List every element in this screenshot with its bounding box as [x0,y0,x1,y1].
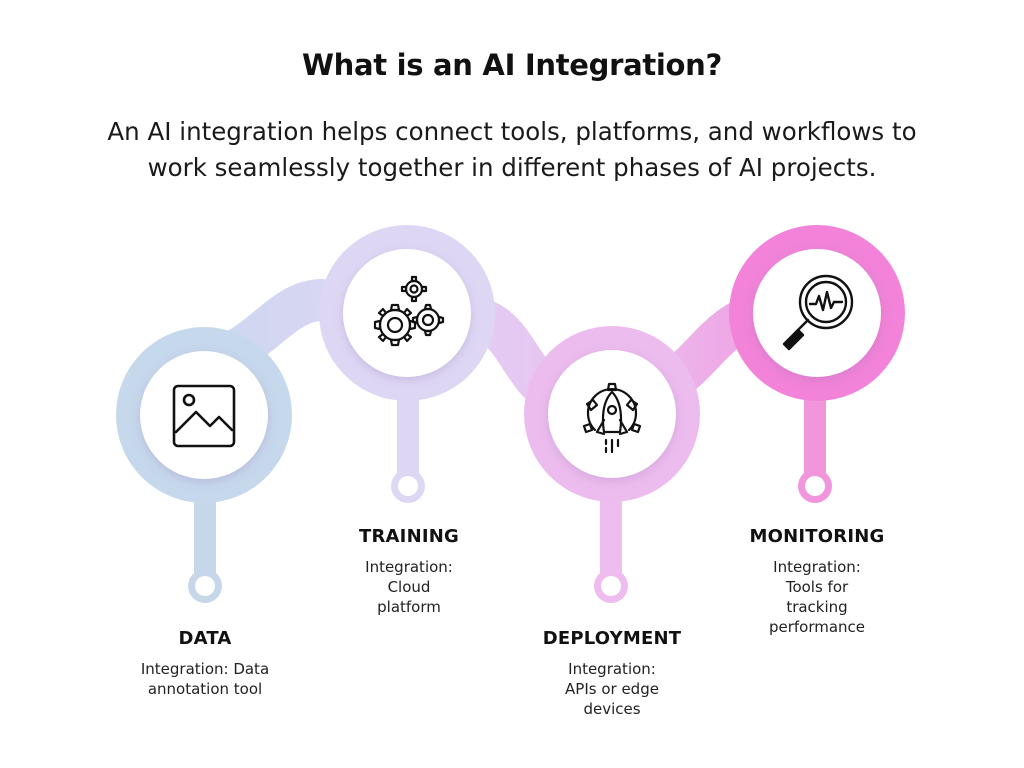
phase-data: DATA Integration: Data annotation tool [95,628,315,699]
phase-name-deployment: DEPLOYMENT [542,628,682,649]
page-title: What is an AI Integration? [301,48,723,82]
node-training [343,249,471,377]
gears-icon [373,275,445,347]
subtitle-line-2: work seamlessly together in different ph… [147,153,877,182]
phase-deployment: DEPLOYMENT Integration: APIs or edge dev… [502,628,722,719]
phase-description-monitoring: Integration: Tools for tracking performa… [768,558,866,636]
phase-training: TRAINING Integration: Cloud platform [299,526,519,617]
page-subtitle: An AI integration helps connect tools, p… [40,114,984,186]
phase-description-training: Integration: Cloud platform [365,558,453,616]
knob-deployment [594,569,628,603]
magnifier-pulse-icon [782,274,854,351]
subtitle-line-1: An AI integration helps connect tools, p… [107,117,917,146]
node-data [140,351,268,479]
phase-name-monitoring: MONITORING [749,526,885,547]
node-monitoring [753,249,881,377]
phase-description-data: Integration: Data annotation tool [140,660,270,698]
image-icon [172,384,236,448]
phase-description-deployment: Integration: APIs or edge devices [565,660,659,718]
knob-data [188,569,222,603]
knob-monitoring [798,469,832,503]
phase-monitoring: MONITORING Integration: Tools for tracki… [707,526,927,637]
phase-name-data: DATA [178,628,232,649]
knob-training [391,469,425,503]
phase-name-training: TRAINING [359,526,459,547]
rocket-gear-icon [582,382,642,454]
